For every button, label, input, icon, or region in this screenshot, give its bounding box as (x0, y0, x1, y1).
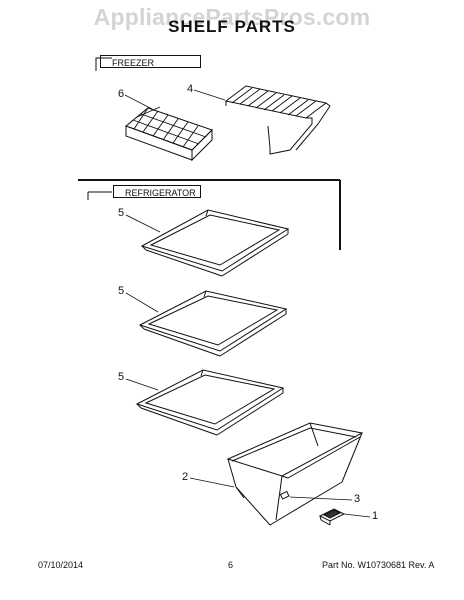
slide-leader (289, 496, 353, 501)
watermark: AppliancePartsPros.com (93, 4, 371, 30)
screw (318, 508, 346, 526)
glass-shelf-middle-leader (125, 292, 159, 313)
footer-date: 07/10/2014 (38, 560, 84, 570)
glass-shelf-top (140, 209, 290, 277)
ice-tray (125, 106, 213, 162)
wire-shelf-callout: 4 (187, 83, 193, 95)
wire-shelf (224, 85, 331, 155)
glass-shelf-bottom (135, 369, 285, 436)
slide-callout: 3 (354, 493, 360, 505)
wire-shelf-leader (193, 89, 226, 101)
refrigerator-frame (78, 179, 341, 250)
glass-shelf-bottom-callout: 5 (118, 371, 124, 383)
crisper-drawer (226, 422, 364, 526)
crisper-drawer-leader (189, 477, 235, 488)
footer-part-number: Part No. W10730681 Rev. A (322, 560, 435, 570)
ice-tray-leader (124, 94, 153, 110)
glass-shelf-middle-callout: 5 (118, 285, 124, 297)
glass-shelf-top-leader (125, 214, 161, 233)
glass-shelf-top-callout: 5 (118, 207, 124, 219)
glass-shelf-bottom-leader (125, 378, 159, 391)
freezer-frame (95, 57, 112, 71)
refrigerator-section-label: REFRIGERATOR (113, 185, 201, 198)
crisper-drawer-callout: 2 (182, 471, 188, 483)
ice-tray-callout: 6 (118, 88, 124, 100)
screw-callout: 1 (372, 510, 378, 522)
page-title: SHELF PARTS (168, 17, 296, 36)
freezer-section-label: FREEZER (100, 55, 201, 68)
screw-leader (343, 513, 371, 518)
footer-page-number: 6 (228, 560, 234, 570)
glass-shelf-middle (138, 290, 288, 357)
